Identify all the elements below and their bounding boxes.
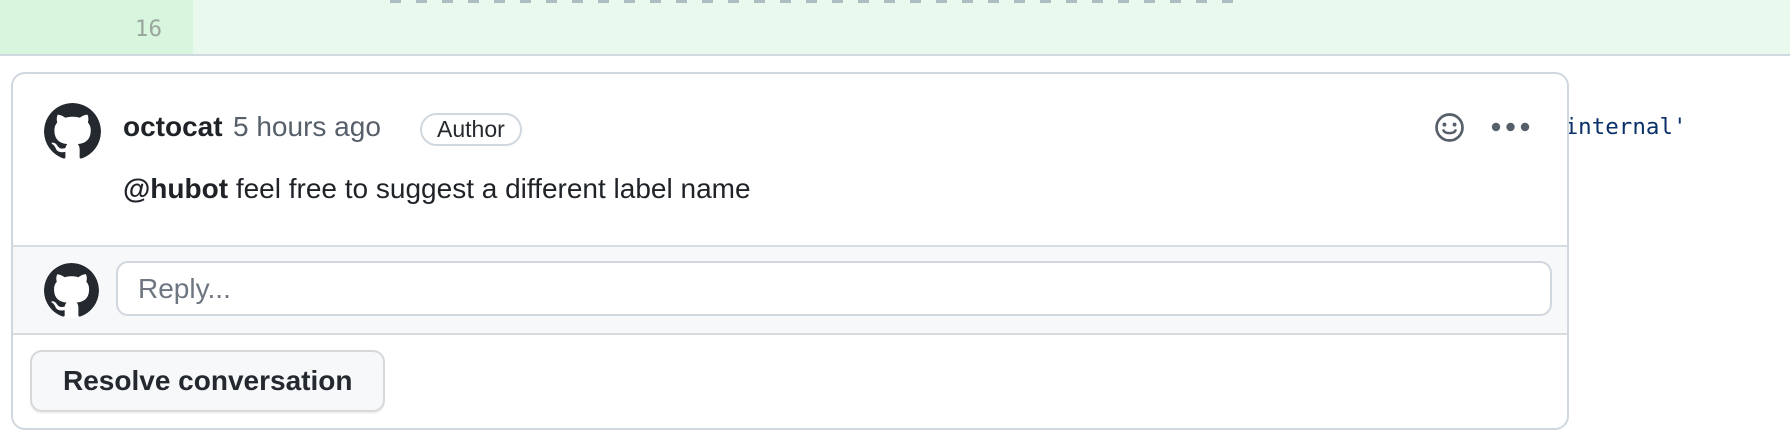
author-login[interactable]: octocat	[123, 111, 223, 142]
reply-input[interactable]	[116, 261, 1552, 316]
comment-text: feel free to suggest a different label n…	[228, 173, 751, 204]
section-divider	[13, 333, 1567, 335]
author-badge: Author	[420, 113, 522, 146]
smiley-icon	[1435, 113, 1464, 142]
comment-options-button[interactable]	[1488, 111, 1534, 143]
current-user-avatar	[44, 263, 99, 318]
resolve-conversation-button[interactable]: Resolve conversation	[30, 350, 386, 412]
line-number-gutter[interactable]: 16	[0, 0, 193, 54]
clipped-code-line	[390, 0, 1245, 3]
comment-body: @hubot feel free to suggest a different …	[123, 168, 1527, 210]
octocat-avatar[interactable]	[44, 103, 101, 160]
comment-timestamp[interactable]: 5 hours ago	[233, 111, 381, 142]
review-thread-card: octocat 5 hours ago Author @hubot feel f…	[11, 72, 1569, 430]
github-mark-icon	[44, 263, 99, 317]
line-number[interactable]: 16	[134, 16, 162, 42]
section-divider	[13, 245, 1567, 247]
kebab-horizontal-icon	[1491, 122, 1530, 132]
code-cell: + if: github.event.label.name == 'ready-…	[193, 0, 1790, 140]
mention-link[interactable]: @hubot	[123, 173, 229, 204]
diff-added-line: 16 + if: github.event.label.name == 'rea…	[0, 0, 1790, 140]
github-mark-icon	[44, 103, 101, 159]
add-reaction-button[interactable]	[1434, 112, 1465, 143]
diff-bottom-border	[0, 54, 1790, 56]
